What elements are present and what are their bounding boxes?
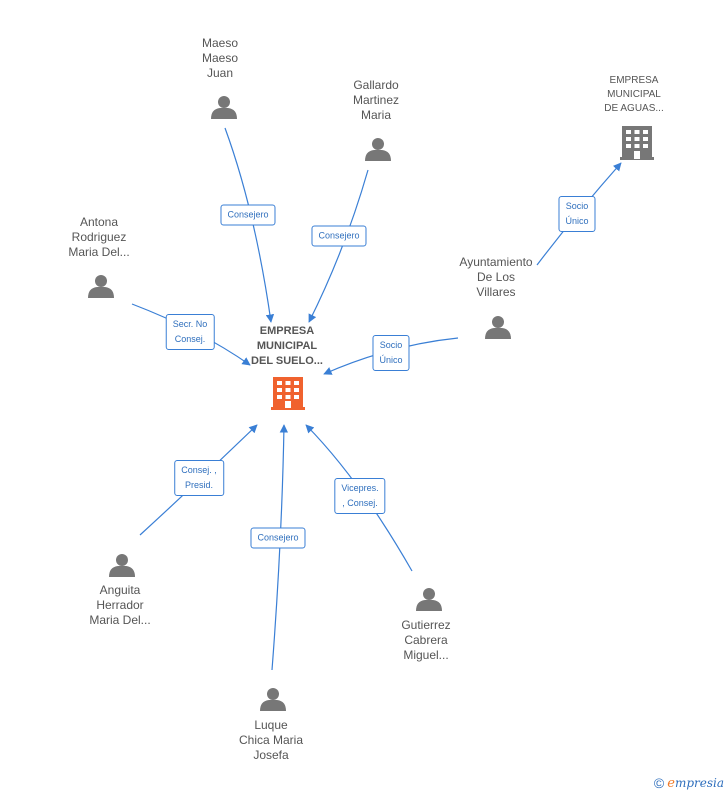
building-icon-center[interactable] bbox=[271, 377, 305, 410]
edge-label-ayuntamiento-aguas[interactable]: Socio Único bbox=[558, 196, 596, 232]
person-icon-maeso[interactable] bbox=[211, 96, 237, 119]
person-icon-antona[interactable] bbox=[88, 275, 114, 298]
node-label-aguas[interactable]: EMPRESA MUNICIPAL DE AGUAS... bbox=[604, 75, 664, 114]
node-label-gallardo[interactable]: Gallardo Martinez Maria bbox=[352, 78, 400, 122]
edge-label-ayuntamiento-center[interactable]: Socio Único bbox=[372, 335, 410, 371]
edge-label-gutierrez[interactable]: Vicepres. , Consej. bbox=[334, 478, 386, 514]
edge-label-anguita[interactable]: Consej. , Presid. bbox=[174, 460, 224, 496]
person-icon-luque[interactable] bbox=[260, 688, 286, 711]
edge-label-gallardo[interactable]: Consejero bbox=[311, 225, 367, 247]
building-icon-aguas[interactable] bbox=[620, 126, 654, 160]
center-node-label[interactable]: EMPRESA MUNICIPAL DEL SUELO... bbox=[251, 325, 323, 367]
person-icon-ayuntamiento[interactable] bbox=[485, 316, 511, 339]
edge-gallardo bbox=[308, 169, 369, 323]
person-icon-gutierrez[interactable] bbox=[416, 588, 442, 611]
node-label-gutierrez[interactable]: Gutierrez Cabrera Miguel... bbox=[401, 618, 451, 662]
edge-label-luque[interactable]: Consejero bbox=[250, 527, 306, 549]
copyright-symbol: © bbox=[653, 775, 665, 791]
brand-mark: e bbox=[667, 775, 675, 791]
node-label-antona[interactable]: Antona Rodriguez Maria Del... bbox=[68, 215, 130, 259]
node-label-maeso[interactable]: Maeso Maeso Juan bbox=[201, 36, 239, 80]
node-label-luque[interactable]: Luque Chica Maria Josefa bbox=[238, 718, 304, 762]
person-icon-anguita[interactable] bbox=[109, 554, 135, 577]
person-icon-gallardo[interactable] bbox=[365, 138, 391, 161]
node-label-anguita[interactable]: Anguita Herrador Maria Del... bbox=[89, 583, 151, 627]
node-label-ayuntamiento[interactable]: Ayuntamiento De Los Villares bbox=[459, 255, 533, 299]
brand-name: mpresia bbox=[674, 776, 724, 790]
edge-label-maeso[interactable]: Consejero bbox=[220, 204, 276, 226]
edge-label-antona[interactable]: Secr. No Consej. bbox=[165, 314, 215, 350]
